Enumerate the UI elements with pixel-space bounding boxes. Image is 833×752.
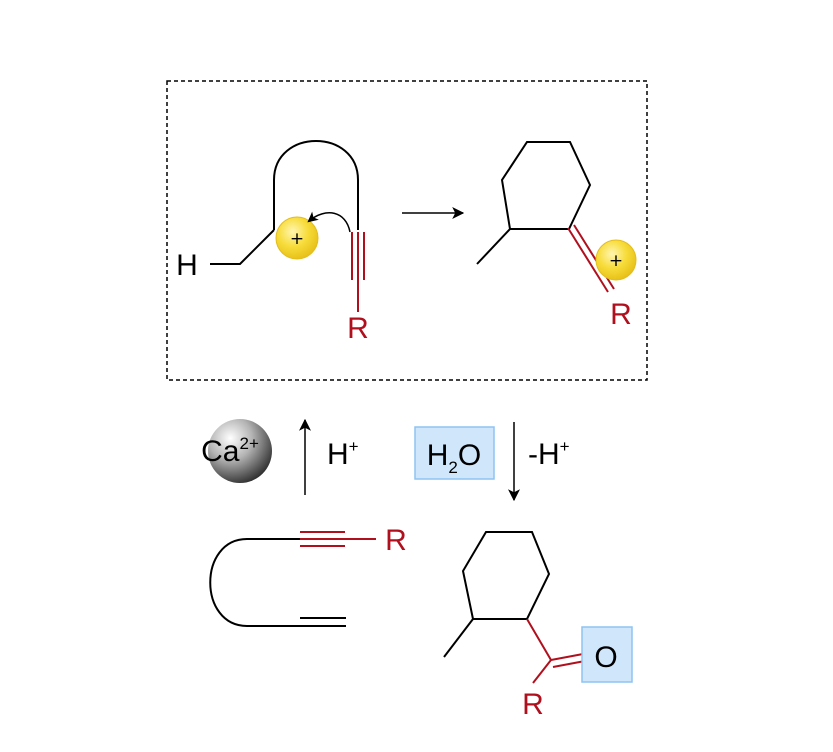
oxygen-label: O — [594, 641, 617, 674]
cation-intermediate: H R + — [176, 140, 369, 345]
r-label-substrate: R — [385, 524, 407, 557]
oxygen-highlight-box — [581, 626, 633, 683]
enyne-substrate: R — [209, 524, 407, 627]
carbocation-sphere — [275, 216, 319, 260]
dashed-frame — [166, 80, 648, 381]
cation-plus-sign: + — [290, 229, 304, 249]
r-label-ketone: R — [522, 688, 544, 721]
calcium-sphere — [208, 419, 272, 483]
vinyl-cation-plus-sign: + — [609, 251, 623, 271]
hydrogen-label: H — [176, 249, 198, 282]
r-label-alkyne: R — [347, 312, 369, 345]
water-highlight-box — [414, 426, 495, 480]
proton-label: H+ — [327, 437, 359, 471]
ketone-product: O R — [443, 531, 633, 721]
deprotonation-label: -H+ — [528, 437, 570, 471]
calcium-catalyst: Ca2+ — [201, 419, 272, 483]
calcium-label: Ca2+ — [201, 434, 259, 468]
vinyl-cation-sphere — [595, 239, 637, 281]
r-label-vinyl: R — [610, 298, 632, 331]
cyclized-vinyl-cation: + R — [476, 141, 637, 331]
curly-arrow — [307, 211, 351, 233]
water-label: H2O — [427, 439, 481, 477]
